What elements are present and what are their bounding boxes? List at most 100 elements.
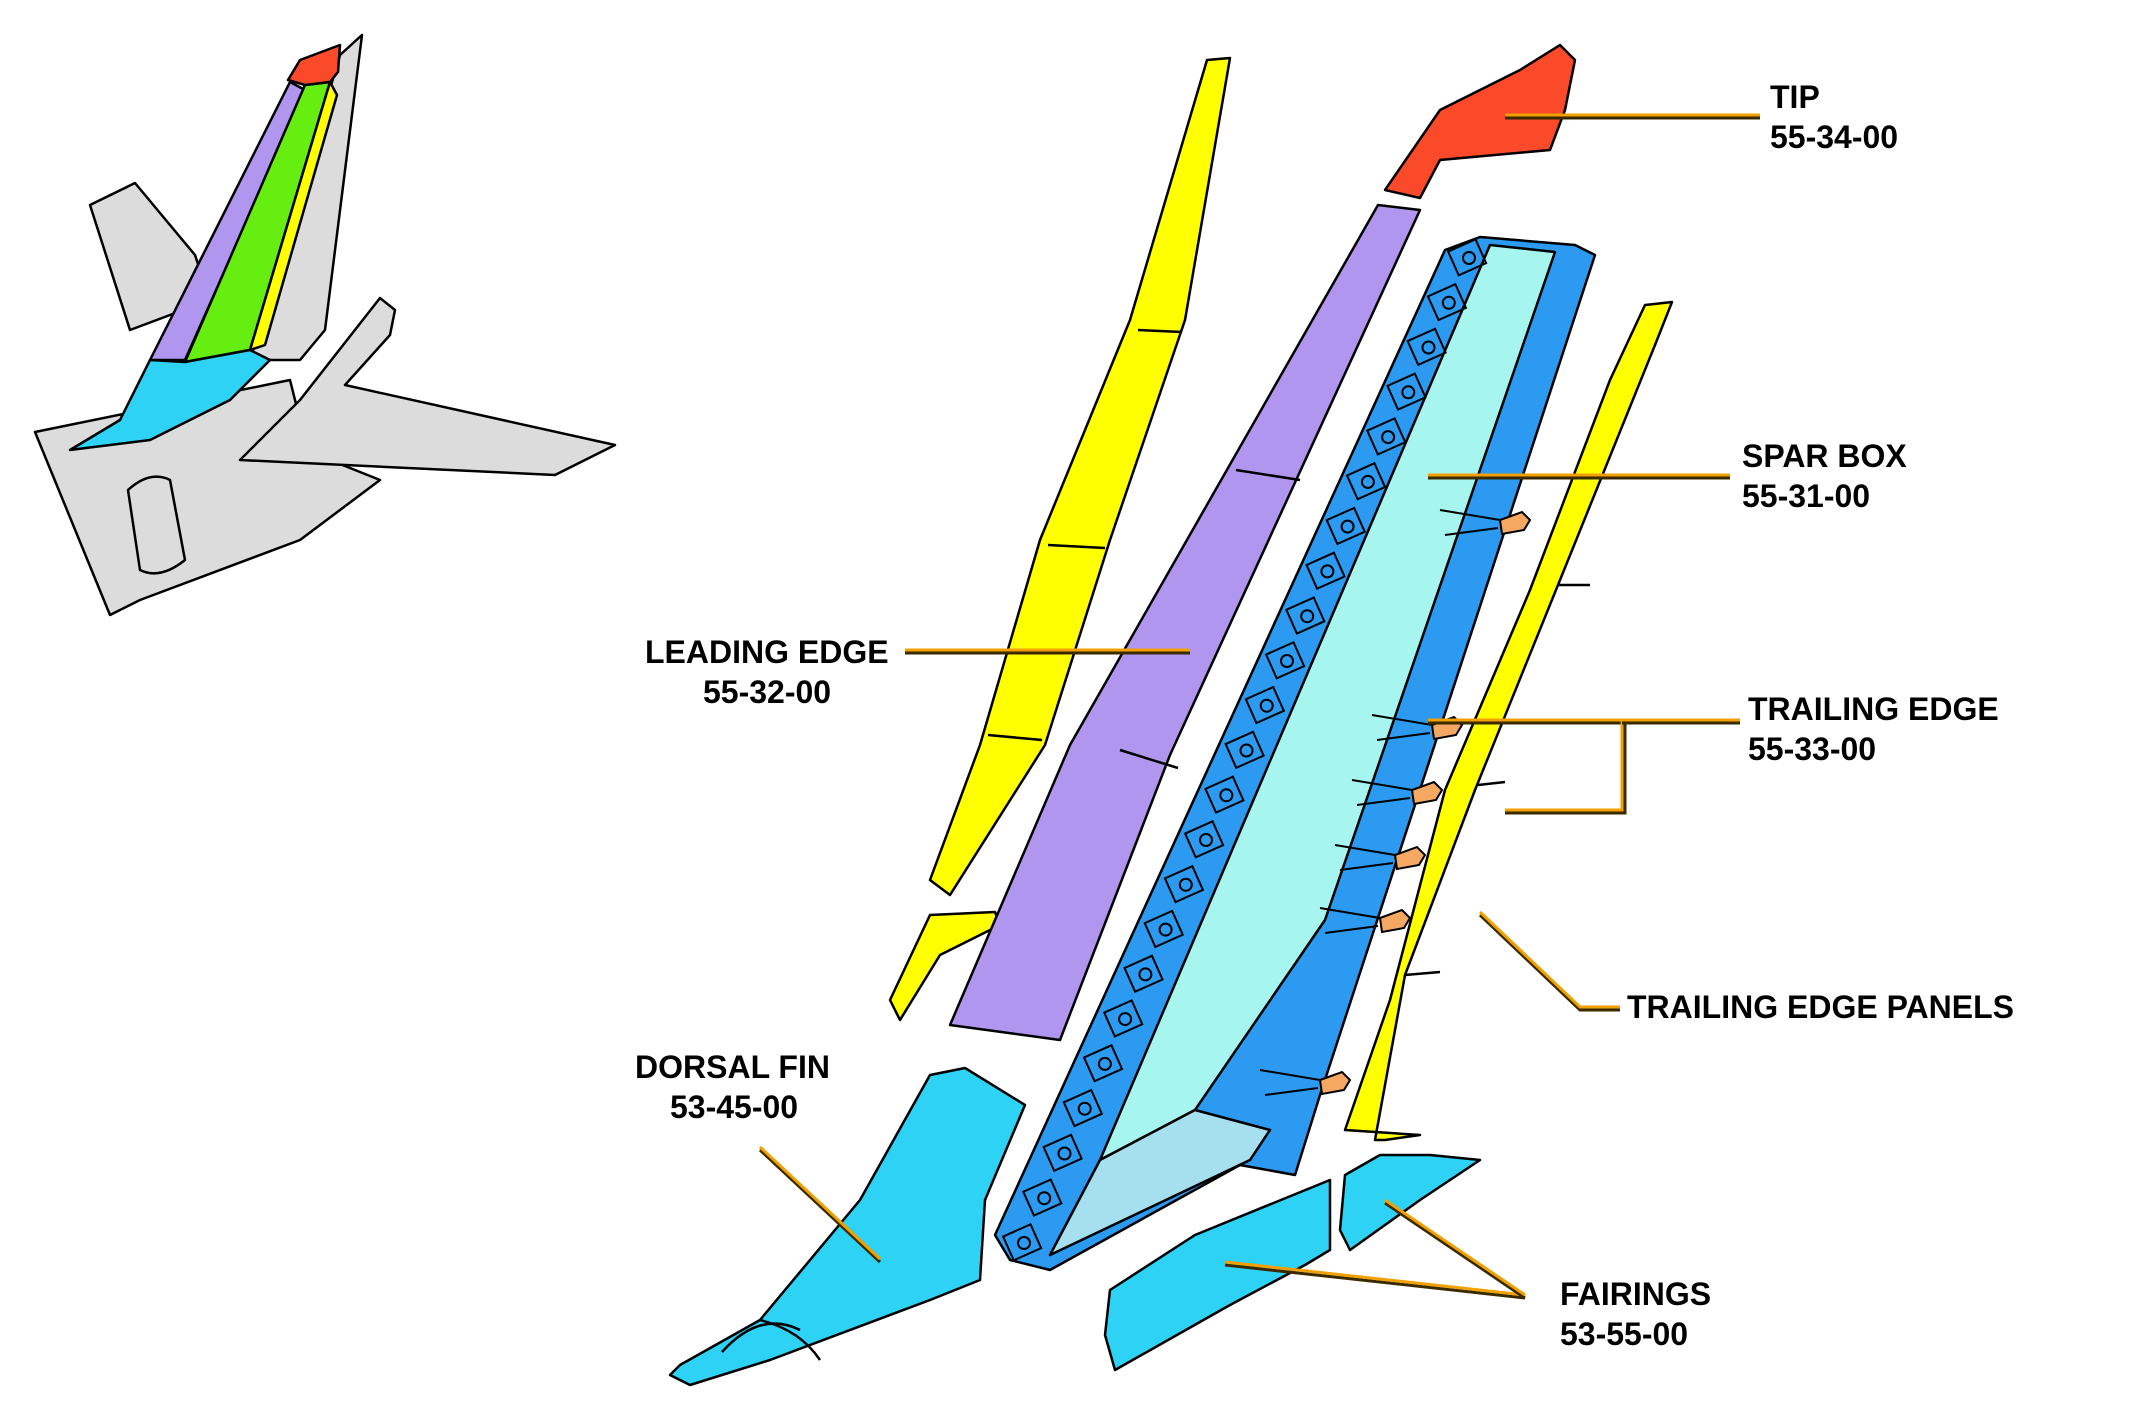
spar-box-rib — [1365, 417, 1407, 456]
spar-box-rib — [1102, 999, 1144, 1038]
label-tip: TIP 55-34-00 — [1770, 79, 1898, 155]
spar-box-rib-hole — [1178, 877, 1193, 892]
fairing-left-part — [1103, 1178, 1332, 1372]
trailing-edge-panels-leader-line — [1478, 913, 1620, 1012]
trailing-edge-panels-leader-line — [1478, 910, 1620, 1009]
spar-box-rib — [1183, 820, 1225, 859]
dorsal-fin-seam — [759, 1318, 822, 1361]
dorsal-fin-name: DORSAL FIN — [635, 1049, 830, 1085]
spar-box-fitting-bracket — [1351, 779, 1413, 806]
spar-box-rib — [1042, 1133, 1083, 1173]
spar-box-name: SPAR BOX — [1742, 438, 1907, 474]
inset-dorsal-fin — [68, 348, 272, 452]
spar-box-rib — [1244, 685, 1286, 725]
spar-box-rib-hole — [1077, 1101, 1092, 1116]
spar-box-fitting-bracket — [1334, 844, 1396, 871]
leading-edge-joint — [1119, 748, 1179, 770]
trailing-edge-name: TRAILING EDGE — [1748, 691, 1999, 727]
label-trailing-edge: TRAILING EDGE 55-33-00 — [1748, 691, 1999, 767]
leading-edge-joint — [1235, 468, 1301, 482]
trailing-edge-leader-line — [1428, 718, 1624, 812]
leading-edge-panel-strip — [928, 56, 1232, 897]
leading-edge-name: LEADING EDGE — [645, 634, 889, 670]
spar-box-rib — [1224, 730, 1265, 770]
spar-box-rib — [1386, 372, 1427, 411]
spar-box-rib-hole — [1097, 1056, 1112, 1071]
spar-box-rib-hole — [1158, 922, 1173, 937]
spar-box-rib — [1204, 775, 1245, 814]
spar-box-bottom-face — [1048, 1108, 1272, 1257]
inset-right-stabilizer — [238, 296, 617, 477]
spar-box-rib-hole — [1017, 1236, 1031, 1250]
spar-box-fitting — [1318, 1070, 1352, 1096]
fairings-leader-line — [1384, 1198, 1526, 1297]
spar-box-rib — [1001, 1223, 1043, 1262]
spar-box-fitting-bracket — [1319, 907, 1381, 934]
spar-box-ribs — [1001, 238, 1488, 1262]
spar-box-rib — [1285, 596, 1326, 635]
inset-tip — [286, 43, 342, 87]
spar-box-rib — [1406, 327, 1447, 367]
spar-box-code: 55-31-00 — [1742, 478, 1870, 514]
spar-box-rib-hole — [1219, 788, 1234, 803]
spar-box-rib-hole — [1118, 1012, 1133, 1027]
tip-code: 55-34-00 — [1770, 119, 1898, 155]
spar-box-fitting — [1393, 845, 1427, 871]
spar-box-fitting-bracket — [1439, 509, 1501, 536]
fairings-leader-line — [1224, 1260, 1526, 1297]
spar-box-rib-hole — [1239, 743, 1254, 758]
dorsal-fin-leader-line — [758, 1148, 882, 1264]
fairings-name: FAIRINGS — [1560, 1276, 1711, 1312]
spar-box-rib-hole — [1401, 385, 1416, 400]
leading-edge-lower-panel — [888, 910, 1002, 1022]
spar-box-rib-hole — [1199, 833, 1213, 847]
leading-edge-panels — [888, 56, 1232, 1022]
spar-box-rib-hole — [1421, 340, 1436, 355]
spar-box-rib — [1123, 954, 1164, 994]
trailing-edge-code: 55-33-00 — [1748, 731, 1876, 767]
spar-box-rib-hole — [1037, 1191, 1052, 1206]
spar-box-rib — [1446, 238, 1488, 277]
spar-box-rib-hole — [1462, 251, 1476, 265]
inset-aircraft-tail — [33, 33, 617, 617]
spar-box-fitting — [1498, 510, 1532, 536]
spar-box-rib — [1325, 506, 1367, 546]
spar-box-rib — [1022, 1178, 1063, 1217]
spar-box-rib-hole — [1280, 654, 1294, 668]
leading-edge-code: 55-32-00 — [703, 674, 831, 710]
inset-trailing-edge — [248, 80, 339, 352]
label-fairings: FAIRINGS 53-55-00 — [1560, 1276, 1711, 1352]
spar-box-rib-hole — [1300, 609, 1315, 624]
spar-box-fitting — [1378, 908, 1412, 934]
trailing-edge-panels — [1343, 300, 1674, 1142]
spar-box-rib — [1345, 461, 1387, 501]
spar-box-rib-hole — [1381, 430, 1396, 445]
label-dorsal-fin: DORSAL FIN 53-45-00 — [635, 1049, 830, 1125]
dorsal-fin-code: 53-45-00 — [670, 1089, 798, 1125]
leading-edge-panel-joint — [1137, 328, 1183, 334]
spar-box-rib — [1305, 551, 1346, 591]
fairing-right-part — [1338, 1153, 1482, 1252]
inset-door — [126, 475, 187, 575]
label-spar-box: SPAR BOX 55-31-00 — [1742, 438, 1907, 514]
fairings-leader-line — [1224, 1263, 1526, 1300]
spar-box-rib-hole — [1057, 1146, 1072, 1161]
trailing-edge-leader-line — [1428, 721, 1627, 815]
trailing-edge-panel-joint — [1477, 780, 1506, 787]
tip-name: TIP — [1770, 79, 1820, 115]
fairings-code: 53-55-00 — [1560, 1316, 1688, 1352]
spar-box-rib — [1264, 641, 1306, 680]
spar-box-rib-hole — [1441, 295, 1456, 310]
spar-box-rib — [1426, 282, 1468, 322]
spar-box-fitting-bracket — [1259, 1069, 1321, 1096]
spar-box-rib-hole — [1320, 564, 1335, 579]
leading-edge-panel-joint — [987, 733, 1043, 742]
spar-box-rib-hole — [1138, 967, 1153, 982]
spar-box-rib — [1062, 1088, 1104, 1128]
leading-edge-panel-joint — [1047, 543, 1106, 550]
fairings-leader-line — [1384, 1201, 1526, 1300]
spar-box-rib-hole — [1259, 698, 1274, 713]
spar-box-rib — [1163, 864, 1205, 904]
